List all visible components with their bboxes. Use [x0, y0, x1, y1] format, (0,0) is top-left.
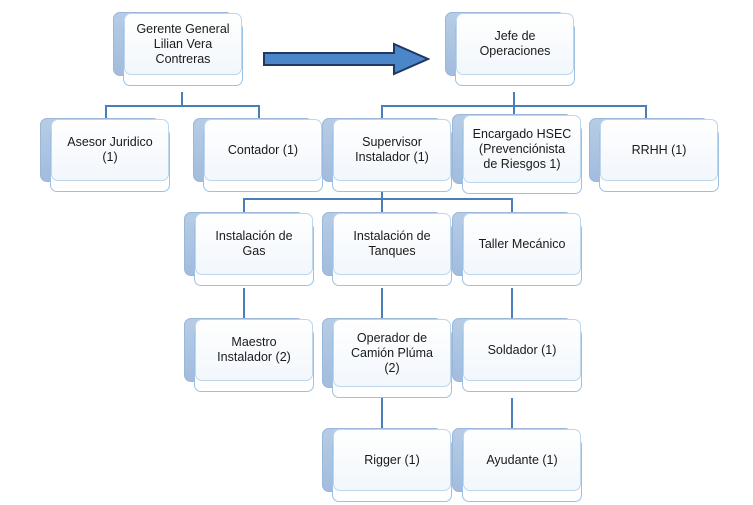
connector-tanques-to-operador: [381, 288, 383, 318]
node-label: Instalación de Tanques: [353, 229, 431, 258]
connector-gas-drop: [243, 198, 245, 212]
card-front-plate: Gerente General Lilian Vera Contreras: [123, 13, 243, 86]
connector-supervisor-bus: [243, 198, 513, 200]
node-label: Encargado HSEC (Prevenciónista de Riesgo…: [472, 126, 572, 171]
connector-taller-drop: [511, 198, 513, 212]
card-front-plate: RRHH (1): [599, 119, 719, 192]
card-front-plate: Taller Mecánico: [462, 213, 582, 286]
card-front-plate: Instalación de Tanques: [332, 213, 452, 286]
connector-tanques-drop: [381, 198, 383, 212]
connector-supervisor-stem: [381, 185, 383, 199]
card-inner-panel: RRHH (1): [600, 119, 718, 181]
card-front-plate: Asesor Juridico (1): [50, 119, 170, 192]
node-label: Soldador (1): [487, 342, 557, 357]
node-label: Rigger (1): [364, 452, 420, 467]
connector-taller-to-soldador: [511, 288, 513, 318]
card-front-plate: Instalación de Gas: [194, 213, 314, 286]
node-label: Contador (1): [227, 142, 299, 157]
connector-gerente-bus: [105, 105, 260, 107]
card-inner-panel: Soldador (1): [463, 319, 581, 381]
card-inner-panel: Operador de Camión Plúma (2): [333, 319, 451, 387]
right-block-arrow: [262, 40, 431, 83]
connector-operador-to-rigger: [381, 398, 383, 428]
card-inner-panel: Instalación de Tanques: [333, 213, 451, 275]
card-front-plate: Operador de Camión Plúma (2): [332, 319, 452, 398]
node-label: Gerente General Lilian Vera Contreras: [136, 21, 230, 66]
card-front-plate: Maestro Instalador (2): [194, 319, 314, 392]
card-inner-panel: Ayudante (1): [463, 429, 581, 491]
card-inner-panel: Instalación de Gas: [195, 213, 313, 275]
connector-gas-to-maestro: [243, 288, 245, 318]
node-label: Asesor Juridico (1): [67, 135, 153, 164]
card-front-plate: Encargado HSEC (Prevenciónista de Riesgo…: [462, 115, 582, 194]
card-inner-panel: Maestro Instalador (2): [195, 319, 313, 381]
card-inner-panel: Supervisor Instalador (1): [333, 119, 451, 181]
connector-rrhh-drop: [645, 105, 647, 121]
node-label: RRHH (1): [631, 142, 687, 157]
card-inner-panel: Asesor Juridico (1): [51, 119, 169, 181]
node-label: Ayudante (1): [486, 452, 558, 467]
node-label: Taller Mecánico: [478, 236, 566, 251]
card-inner-panel: Gerente General Lilian Vera Contreras: [124, 13, 242, 75]
card-inner-panel: Taller Mecánico: [463, 213, 581, 275]
card-inner-panel: Rigger (1): [333, 429, 451, 491]
node-label: Supervisor Instalador (1): [355, 135, 429, 164]
node-label: Jefe de Operaciones: [479, 29, 551, 58]
connector-gerente-stem: [181, 92, 183, 106]
right-block-arrow-icon: [263, 42, 431, 76]
card-front-plate: Ayudante (1): [462, 429, 582, 502]
connector-hsec-drop: [513, 105, 515, 121]
card-front-plate: Contador (1): [203, 119, 323, 192]
card-front-plate: Rigger (1): [332, 429, 452, 502]
connector-asesor-drop: [105, 105, 107, 121]
connector-soldador-to-ayudante: [511, 398, 513, 428]
node-label: Maestro Instalador (2): [217, 335, 291, 364]
card-inner-panel: Encargado HSEC (Prevenciónista de Riesgo…: [463, 115, 581, 183]
node-label: Instalación de Gas: [215, 229, 293, 258]
connector-supervisor-drop: [381, 105, 383, 121]
card-inner-panel: Contador (1): [204, 119, 322, 181]
node-label: Operador de Camión Plúma (2): [351, 330, 433, 375]
card-front-plate: Supervisor Instalador (1): [332, 119, 452, 192]
card-front-plate: Soldador (1): [462, 319, 582, 392]
connector-jefe-stem: [513, 92, 515, 106]
card-front-plate: Jefe de Operaciones: [455, 13, 575, 86]
connector-contador-drop: [258, 105, 260, 121]
card-inner-panel: Jefe de Operaciones: [456, 13, 574, 75]
